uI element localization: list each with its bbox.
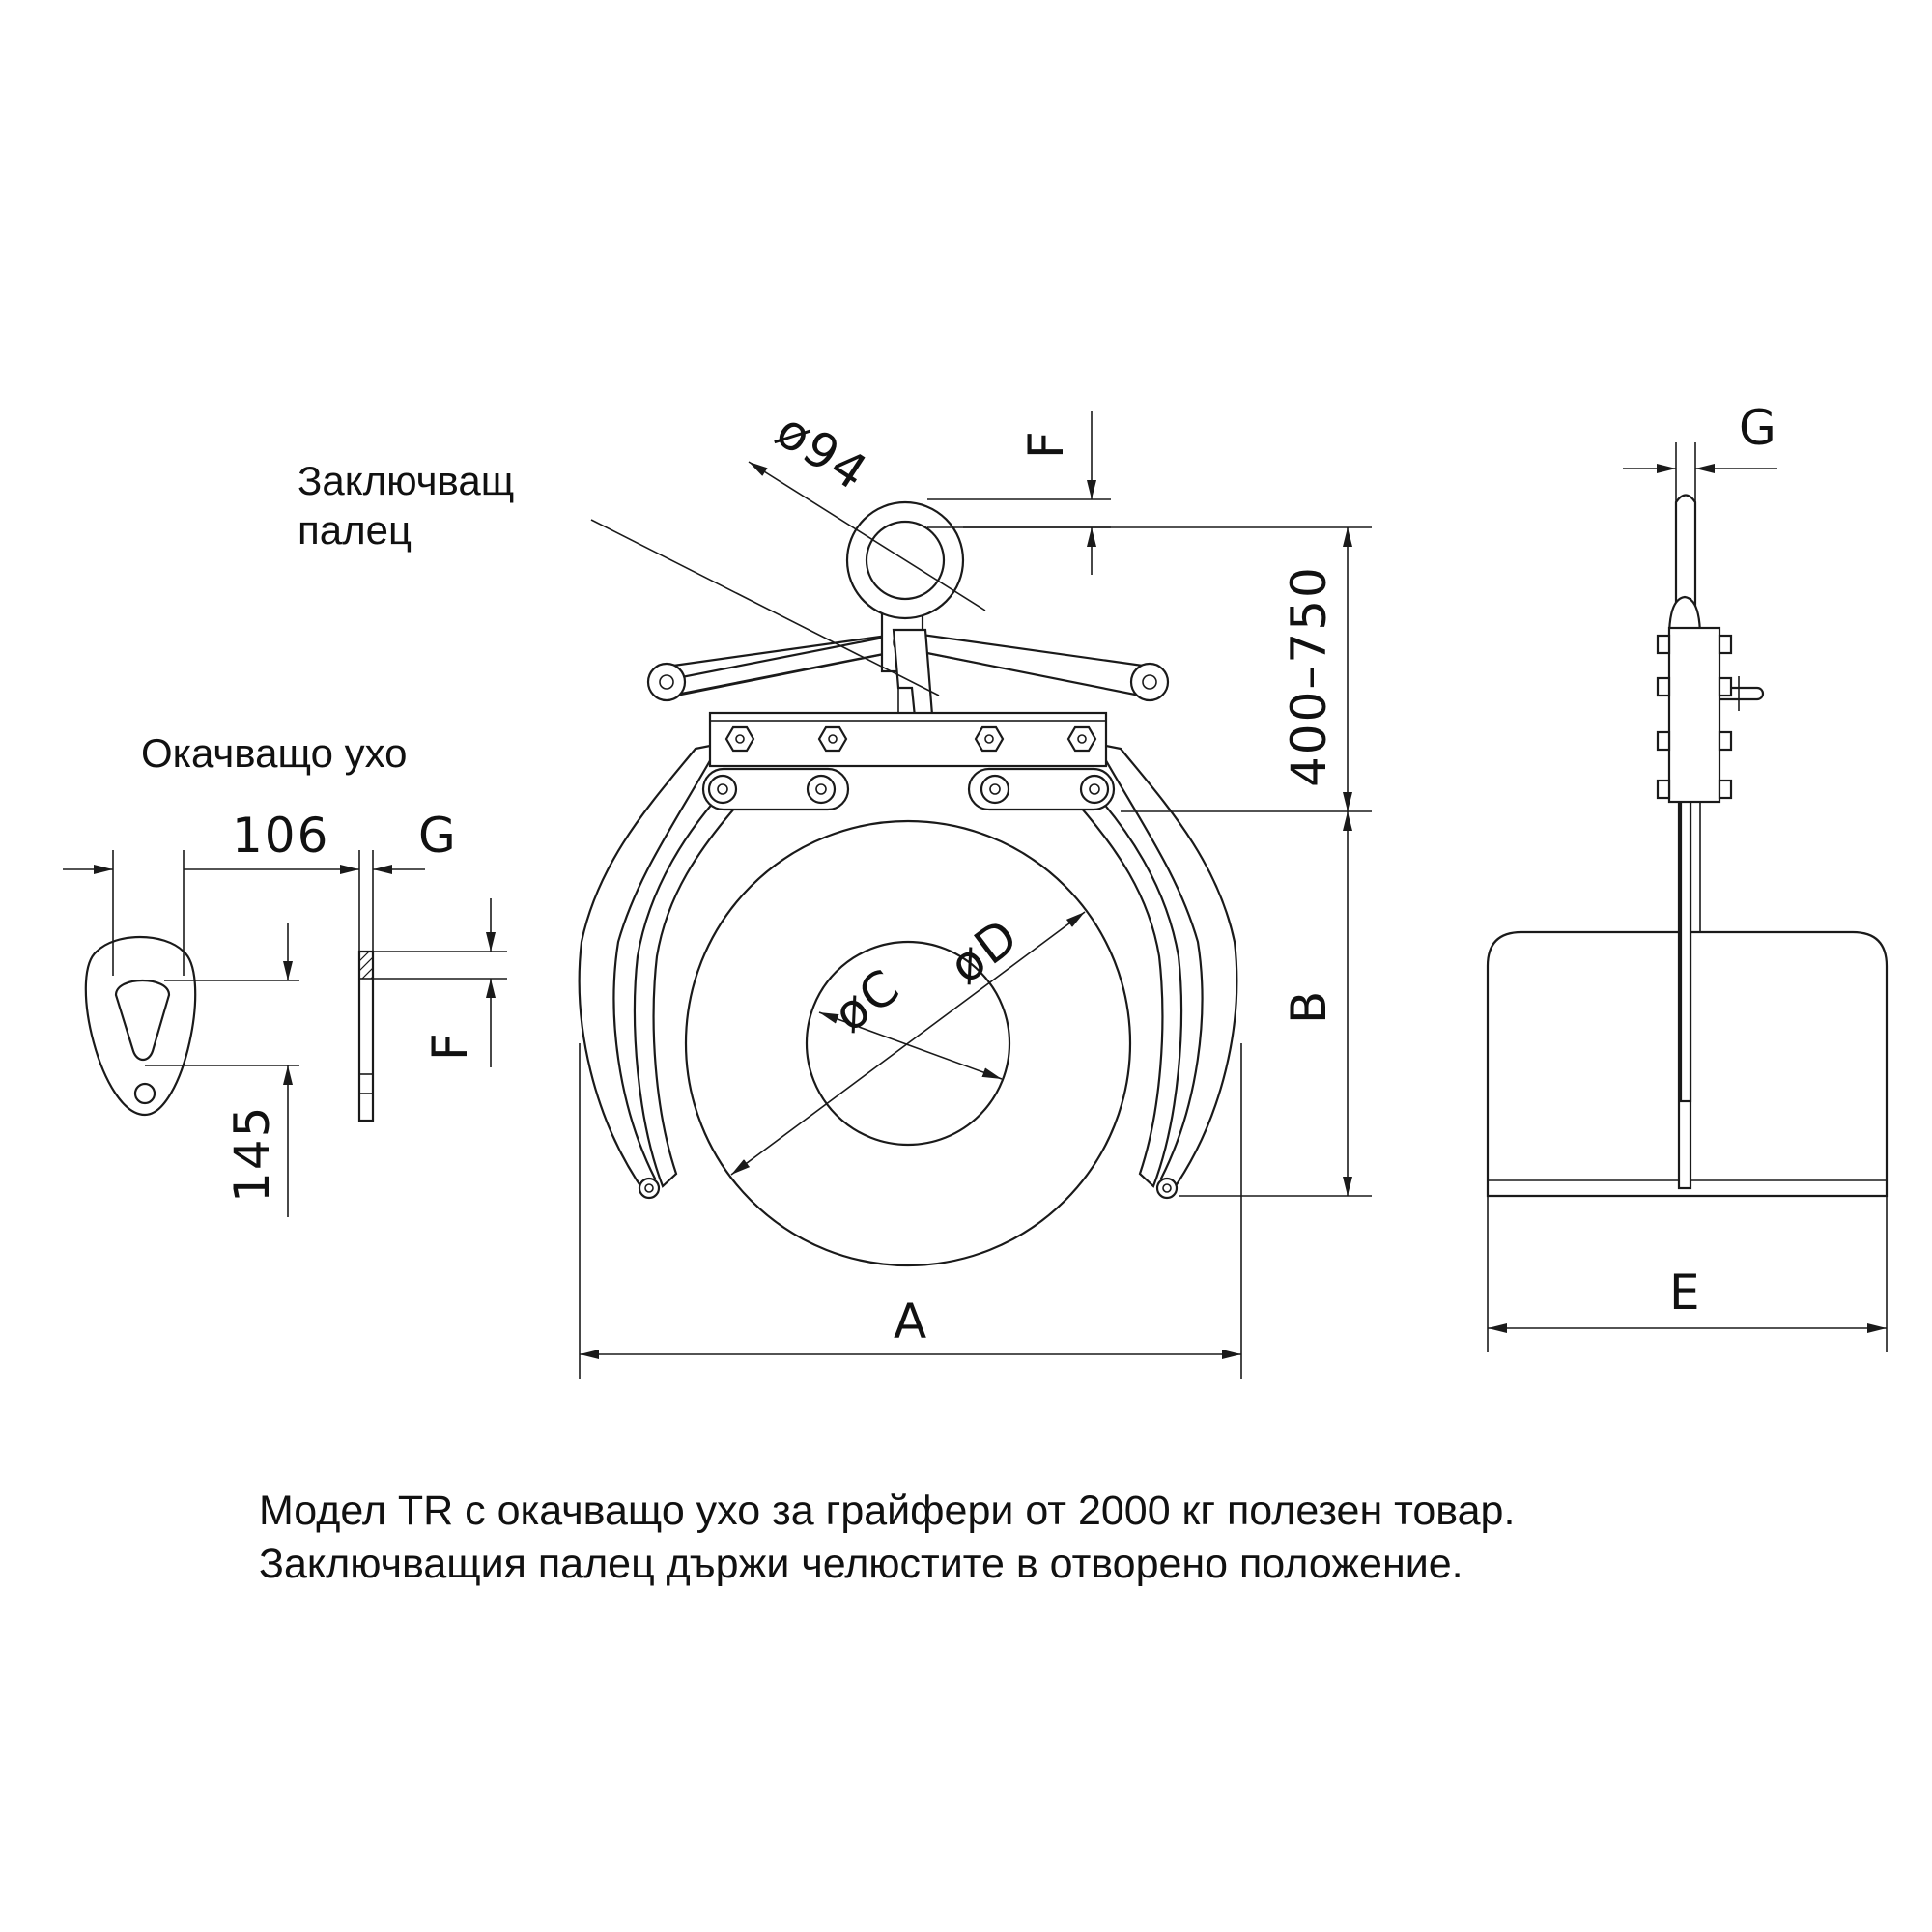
dim-side-thickness: G [1739, 400, 1778, 456]
dim-outer-diameter: øD [939, 907, 1029, 994]
caption-line2: Заключващия палец държи челюстите в отво… [259, 1541, 1463, 1587]
side-view [1486, 494, 1889, 1198]
right-jaw-inner [1063, 782, 1183, 1188]
dim-eye-thickness: F [1018, 429, 1074, 459]
side-bolts [1656, 634, 1733, 800]
side-dimensions: G E [1487, 400, 1888, 1352]
coil-outer [684, 819, 1132, 1267]
ear-slot [114, 979, 171, 1062]
dim-height-range: 400–750 [1281, 565, 1337, 787]
dim-eye-diameter: ø94 [766, 402, 878, 501]
dim-ear-width: 106 [232, 808, 329, 864]
label-locking-pin-line2: палец [298, 507, 412, 553]
dim-ear-height: 145 [224, 1105, 280, 1203]
main-dimensions: ø94 F 400–750 B A øD øC [579, 402, 1372, 1379]
dim-ear-slot: F [422, 1031, 478, 1061]
dim-side-width: E [1669, 1264, 1702, 1321]
ear-hole [133, 1082, 156, 1105]
main-view [578, 500, 1238, 1267]
crossbar-bolts [724, 725, 1097, 753]
dim-ear-thickness: G [418, 808, 458, 864]
ear-hatch [358, 951, 374, 980]
ear-detail: 106 G 145 F [63, 808, 507, 1217]
left-link-end [646, 662, 687, 702]
right-jaw-tip [1155, 1177, 1179, 1200]
caption-line1: Модел TR с окачващо ухо за грайфери от 2… [259, 1488, 1515, 1534]
label-locking-pin-line1: Заключващ [298, 458, 514, 503]
left-jaw-inner [633, 782, 753, 1188]
left-jaw-tip [638, 1177, 661, 1200]
dim-open-width: A [894, 1293, 928, 1350]
label-hanging-eye: Окачващо ухо [141, 730, 407, 776]
dim-jaw-height: B [1281, 989, 1337, 1024]
right-link-end [1129, 662, 1170, 702]
ear-edge-view [357, 950, 375, 1122]
